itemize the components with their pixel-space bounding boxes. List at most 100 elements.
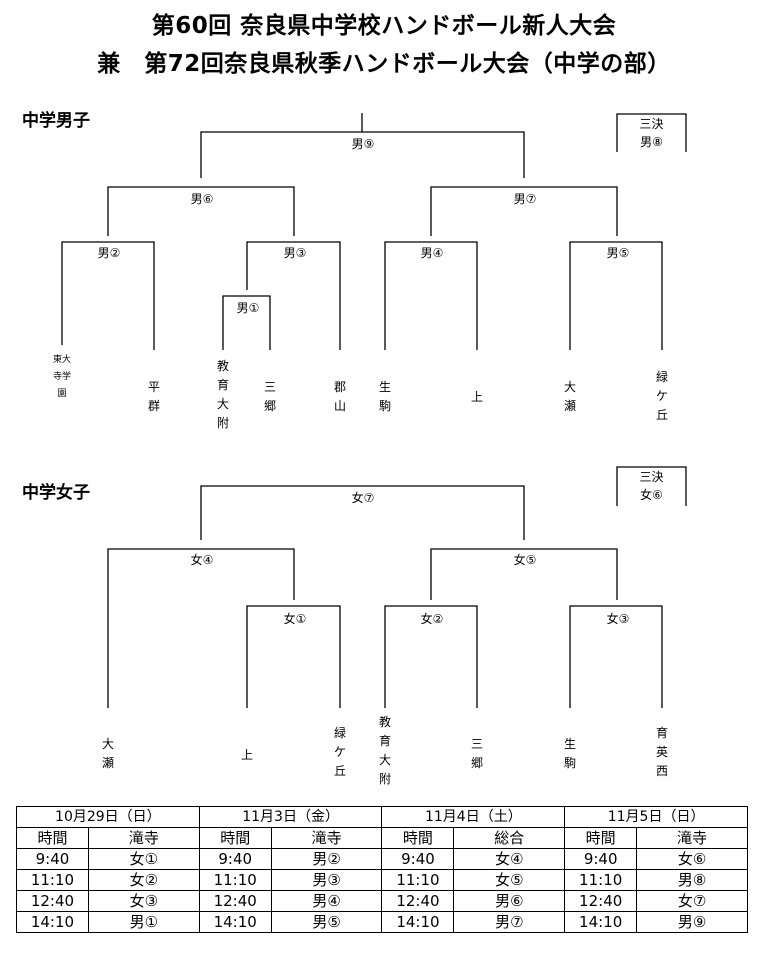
- schedule-cell: 男⑥: [453, 890, 566, 912]
- schedule-cell: 男⑤: [270, 911, 383, 933]
- schedule-cell: 9:40: [564, 848, 638, 870]
- schedule-cell: 9:40: [381, 848, 455, 870]
- schedule-day-row: 10月29日（日） 11月3日（金） 11月4日（土） 11月5日（日）: [16, 806, 748, 828]
- schedule-header-row: 時間 滝寺 時間 滝寺 時間 総合 時間 滝寺: [16, 827, 748, 849]
- boys-m4-line: [384, 241, 478, 350]
- schedule-cell: 男②: [270, 848, 383, 870]
- girls-match-3: 女③: [597, 612, 639, 626]
- boys-team-heguri: 平群: [147, 380, 160, 413]
- schedule-cell: 14:10: [564, 911, 638, 933]
- schedule-cell: 14:10: [198, 911, 272, 933]
- boys-semi-right-line: [430, 186, 618, 236]
- boys-match-1: 男①: [227, 301, 269, 315]
- schedule-table: 10月29日（日） 11月3日（金） 11月4日（土） 11月5日（日） 時間 …: [16, 806, 748, 933]
- boys-team-koriyama: 郡山: [333, 380, 346, 413]
- boys-match-7: 男⑦: [504, 192, 546, 206]
- boys-semi-left-line: [107, 186, 295, 236]
- boys-team-kyoikudaifu: 教育大附: [216, 359, 229, 430]
- girls-third-place-label: 三決: [639, 470, 664, 484]
- schedule-header-venue: 滝寺: [270, 827, 383, 849]
- schedule-cell: 男⑨: [636, 911, 748, 933]
- boys-match-5: 男⑤: [597, 246, 639, 260]
- girls-match-1: 女①: [274, 612, 316, 626]
- title-line-2: 兼 第72回奈良県秋季ハンドボール大会（中学の部）: [97, 51, 671, 77]
- girls-third-box: [616, 466, 687, 506]
- schedule-cell: 男①: [87, 911, 200, 933]
- schedule-cell: 男⑧: [636, 869, 748, 891]
- schedule-cell: 9:40: [198, 848, 272, 870]
- schedule-cell: 女③: [87, 890, 200, 912]
- schedule-header-venue: 滝寺: [87, 827, 200, 849]
- boys-m5-line: [569, 241, 663, 350]
- schedule-cell: 14:10: [381, 911, 455, 933]
- schedule-header-venue: 滝寺: [636, 827, 748, 849]
- boys-team-kami: 上: [470, 390, 483, 404]
- girls-team-ikoma: 生駒: [563, 737, 576, 770]
- boys-m3-line: [246, 241, 341, 350]
- boys-third-place-label: 三決: [639, 117, 664, 131]
- schedule-header-time: 時間: [564, 827, 638, 849]
- boys-match-6: 男⑥: [181, 192, 223, 206]
- boys-m1-line: [222, 295, 271, 350]
- boys-team-sango: 三郷: [263, 380, 276, 413]
- schedule-cell: 女⑦: [636, 890, 748, 912]
- schedule-day: 10月29日（日）: [16, 806, 200, 828]
- girls-match-4: 女④: [181, 553, 223, 567]
- boys-third-place-match: 男⑧: [640, 135, 663, 149]
- girls-team-ose: 大瀬: [101, 737, 114, 770]
- girls-semi-left-line: [107, 548, 295, 708]
- schedule-header-venue: 総合: [453, 827, 566, 849]
- schedule-cell: 11:10: [381, 869, 455, 891]
- schedule-cell: 11:10: [16, 869, 89, 891]
- schedule-cell: 女②: [87, 869, 200, 891]
- boys-match-3: 男③: [274, 246, 316, 260]
- schedule-cell: 12:40: [16, 890, 89, 912]
- schedule-cell: 11:10: [198, 869, 272, 891]
- girls-third-place-match: 女⑥: [640, 488, 663, 502]
- girls-team-midorigaoka: 緑ケ丘: [333, 726, 346, 778]
- boys-team-todaiji: 東大寺学園: [52, 355, 71, 399]
- schedule-cell: 12:40: [564, 890, 638, 912]
- schedule-cell: 11:10: [564, 869, 638, 891]
- schedule-cell: 12:40: [198, 890, 272, 912]
- girls-semi-right-line: [430, 548, 618, 600]
- girls-match-7: 女⑦: [342, 491, 384, 505]
- bracket-lines: [61, 113, 687, 708]
- schedule-row: 11:10 女② 11:10 男③ 11:10 女⑤ 11:10 男⑧: [16, 869, 748, 891]
- boys-heading: 中学男子: [22, 111, 90, 131]
- girls-team-kyoikudaifu: 教育大附: [378, 715, 391, 786]
- boys-match-4: 男④: [411, 246, 453, 260]
- schedule-cell: 女④: [453, 848, 566, 870]
- schedule-header-time: 時間: [198, 827, 272, 849]
- girls-team-kami: 上: [240, 748, 253, 762]
- schedule-row: 14:10 男① 14:10 男⑤ 14:10 男⑦ 14:10 男⑨: [16, 911, 748, 933]
- schedule-day: 11月4日（土）: [381, 806, 566, 828]
- girls-m2-line: [384, 605, 478, 708]
- schedule-cell: 男③: [270, 869, 383, 891]
- schedule-cell: 女⑤: [453, 869, 566, 891]
- girls-heading: 中学女子: [22, 483, 90, 503]
- schedule-day: 11月5日（日）: [564, 806, 748, 828]
- boys-match-9: 男⑨: [342, 137, 384, 151]
- boys-team-ikoma: 生駒: [378, 380, 391, 413]
- schedule-header-time: 時間: [16, 827, 89, 849]
- girls-team-ikueinishi: 育英西: [655, 726, 668, 778]
- boys-team-midorigaoka: 緑ケ丘: [655, 370, 668, 422]
- girls-m1-line: [246, 605, 341, 708]
- schedule-cell: 女⑥: [636, 848, 748, 870]
- girls-team-sango: 三郷: [470, 737, 483, 770]
- title-line-1: 第60回 奈良県中学校ハンドボール新人大会: [151, 13, 617, 39]
- boys-match-2: 男②: [88, 246, 130, 260]
- schedule-cell: 14:10: [16, 911, 89, 933]
- boys-third-box: [616, 113, 687, 152]
- girls-m3-line: [569, 605, 663, 708]
- boys-team-ose: 大瀬: [563, 380, 576, 413]
- boys-final-line: [200, 113, 525, 178]
- girls-match-5: 女⑤: [504, 553, 546, 567]
- schedule-cell: 12:40: [381, 890, 455, 912]
- schedule-day: 11月3日（金）: [198, 806, 383, 828]
- boys-m2-line: [61, 241, 155, 350]
- schedule-cell: 男④: [270, 890, 383, 912]
- schedule-cell: 男⑦: [453, 911, 566, 933]
- schedule-cell: 9:40: [16, 848, 89, 870]
